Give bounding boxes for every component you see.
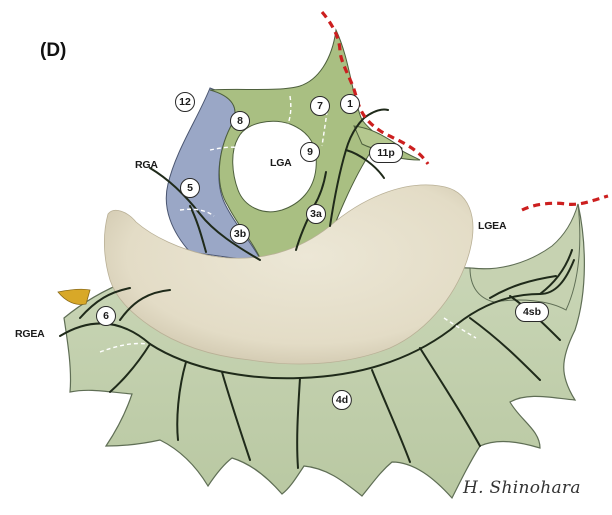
node-6: 6 [96, 306, 116, 326]
node-7: 7 [310, 96, 330, 116]
resection-line-right [522, 196, 608, 210]
artist-signature: H. Shinohara [463, 478, 581, 498]
node-5: 5 [180, 178, 200, 198]
pylorus [58, 289, 90, 304]
node-4sb: 4sb [515, 302, 549, 322]
panel-label: (D) [40, 40, 66, 62]
node-9: 9 [300, 142, 320, 162]
node-12: 12 [175, 92, 195, 112]
node-8: 8 [230, 111, 250, 131]
label-rga: RGA [135, 159, 158, 171]
label-lga: LGA [270, 157, 292, 169]
node-1: 1 [340, 94, 360, 114]
node-3a: 3a [306, 204, 326, 224]
label-lgea: LGEA [478, 220, 506, 232]
node-11p: 11p [369, 143, 403, 163]
label-rgea: RGEA [15, 328, 45, 340]
